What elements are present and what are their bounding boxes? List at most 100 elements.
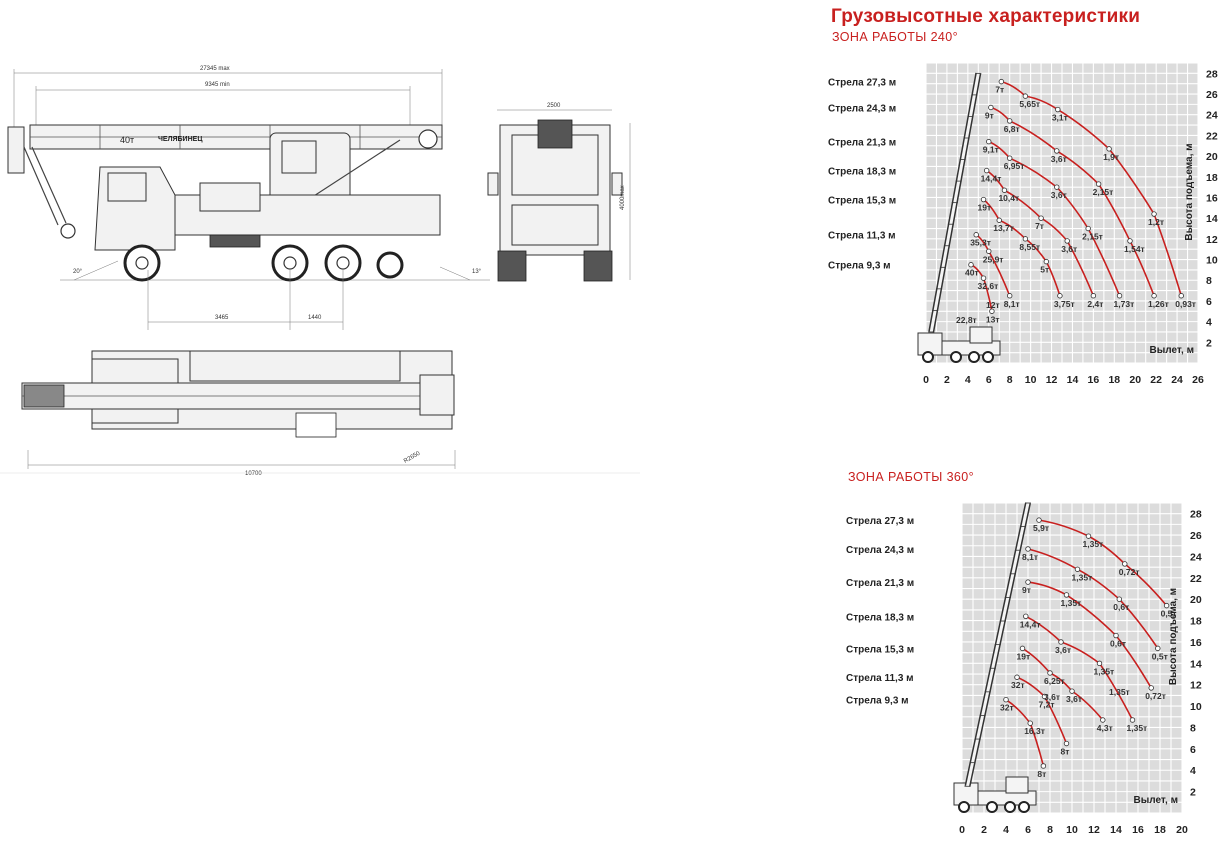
load-point [1063, 592, 1070, 598]
boom-length-label: Стрела 27,3 м [828, 78, 896, 89]
load-point [1113, 632, 1119, 639]
boom-length-label: Стрела 18,3 м [846, 612, 914, 623]
load-value-label: 0,5т [1152, 651, 1168, 661]
x-tick-label: 6 [1025, 824, 1031, 836]
load-point [1043, 258, 1050, 265]
dim-radius: R2650 [403, 450, 422, 464]
load-point [1022, 93, 1029, 99]
load-value-label: 9т [1022, 585, 1031, 595]
load-point [1151, 211, 1157, 217]
load-point [1054, 148, 1060, 154]
load-point [1036, 517, 1042, 523]
y-tick-label: 20 [1206, 151, 1218, 163]
x-tick-label: 16 [1088, 374, 1100, 386]
load-value-label: 2,4т [1087, 299, 1103, 309]
load-value-label: 2,15т [1093, 187, 1114, 197]
load-point [1058, 639, 1064, 645]
load-point [1178, 293, 1184, 299]
load-value-label: 1,73т [1114, 299, 1135, 309]
load-point [1006, 293, 1013, 299]
x-tick-label: 4 [965, 374, 971, 386]
y-tick-label: 24 [1206, 110, 1218, 122]
load-value-label: 2,15т [1082, 232, 1103, 242]
boom-length-label: Стрела 11,3 м [828, 231, 896, 242]
x-tick-label: 24 [1171, 374, 1183, 386]
load-curve [1022, 647, 1104, 721]
load-value-label: 3,6т [1044, 692, 1060, 702]
x-tick-label: 20 [1176, 824, 1188, 836]
load-value-label: 1,26т [1148, 299, 1169, 309]
load-value-label: 7,2т [1039, 699, 1055, 709]
load-point [1019, 645, 1026, 652]
load-point [1085, 225, 1091, 232]
y-tick-label: 2 [1206, 337, 1212, 349]
load-point [1014, 674, 1020, 680]
dim-wheelbase-1: 3465 [215, 315, 229, 321]
boom-length-label: Стрела 27,3 м [846, 516, 914, 527]
load-point [1090, 293, 1097, 299]
load-point [1100, 717, 1106, 723]
load-value-label: 9,1т [983, 145, 999, 155]
load-value-label: 12т [986, 300, 1000, 310]
y-tick-label: 2 [1190, 787, 1196, 799]
x-tick-label: 12 [1088, 824, 1100, 836]
load-point [1122, 561, 1128, 567]
y-tick-label: 8 [1206, 275, 1212, 287]
load-curve [1038, 519, 1168, 607]
load-value-label: 6,95т [1004, 161, 1025, 171]
load-point [1006, 155, 1013, 161]
load-point [1127, 238, 1133, 244]
x-tick-label: 22 [1150, 374, 1162, 386]
load-value-label: 1,35т [1127, 723, 1148, 733]
load-curve [1027, 548, 1159, 649]
load-point [1069, 688, 1075, 694]
load-value-label: 3,75т [1054, 299, 1075, 309]
load-value-label: 8т [1037, 769, 1046, 779]
load-value-label: 7т [995, 85, 1004, 95]
side-view: 40т ЧЕЛЯБИНЕЦ 20° 13° 3465 1440 [7, 124, 490, 330]
load-value-label: 0,6т [1110, 639, 1126, 649]
load-value-label: 40т [965, 268, 979, 278]
load-value-label: 14,4т [981, 174, 1002, 184]
load-value-label: 8,55т [1019, 242, 1040, 252]
load-point [1106, 146, 1112, 152]
x-tick-label: 2 [944, 374, 950, 386]
dim-angle-rear: 13° [472, 269, 482, 275]
load-value-label: 5,65т [1019, 99, 1040, 109]
load-value-label: 8,1т [1022, 552, 1038, 562]
load-value-label: 35,3т [970, 238, 991, 248]
boom-length-label: Стрела 15,3 м [828, 196, 896, 207]
load-point [1116, 596, 1122, 602]
load-point [1129, 717, 1136, 723]
load-value-label: 3,6т [1055, 645, 1071, 655]
load-point [1025, 546, 1031, 552]
load-value-label: 1,35т [1072, 572, 1093, 582]
boom-length-label: Стрела 15,3 м [846, 644, 914, 655]
y-tick-label: 4 [1190, 765, 1196, 777]
load-point [1116, 293, 1123, 299]
load-value-label: 3,6т [1051, 154, 1067, 164]
x-tick-label: 16 [1132, 824, 1144, 836]
x-tick-label: 20 [1129, 374, 1141, 386]
load-point [1001, 187, 1008, 193]
load-point [1022, 236, 1029, 242]
load-point [1025, 579, 1031, 585]
dim-rear-width: 2500 [547, 103, 561, 109]
y-tick-label: 18 [1190, 616, 1202, 628]
load-value-label: 32т [1000, 703, 1014, 713]
load-point [1023, 613, 1029, 620]
load-value-label: 10,4т [998, 193, 1019, 203]
load-point [1003, 696, 1009, 703]
x-tick-label: 18 [1108, 374, 1120, 386]
x-tick-label: 0 [959, 824, 965, 836]
y-tick-label: 12 [1206, 234, 1218, 246]
load-point [1038, 215, 1044, 221]
load-value-label: 8,1т [1004, 299, 1020, 309]
load-point [1063, 740, 1070, 747]
load-point [1047, 670, 1053, 676]
load-value-label: 14,4т [1020, 619, 1041, 629]
x-tick-label: 18 [1154, 824, 1166, 836]
load-value-label: 8т [1061, 747, 1070, 757]
load-point [1006, 118, 1013, 124]
boom-head [7, 126, 25, 174]
